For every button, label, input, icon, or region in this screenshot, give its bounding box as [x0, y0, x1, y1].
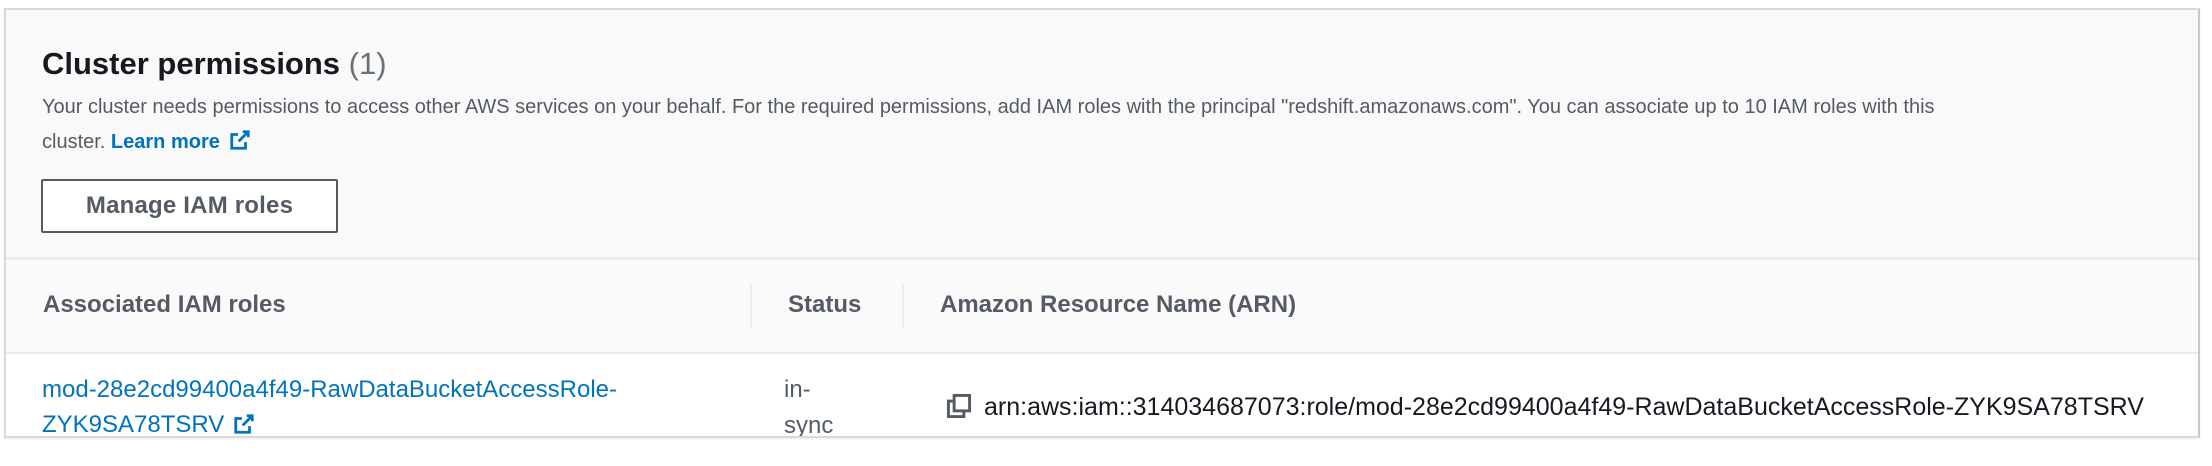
- table-header-row: Associated IAM roles Status Amazon Resou…: [6, 260, 2198, 354]
- panel-header: Cluster permissions (1) Your cluster nee…: [6, 10, 2198, 260]
- panel-title-count: (1): [348, 46, 387, 81]
- iam-roles-table: Associated IAM roles Status Amazon Resou…: [6, 260, 2198, 438]
- arn-value: arn:aws:iam::314034687073:role/mod-28e2c…: [984, 393, 2144, 421]
- status-line-2: sync: [784, 412, 834, 438]
- panel-description: Your cluster needs permissions to access…: [42, 90, 2142, 160]
- external-link-icon: [233, 410, 255, 434]
- copy-icon: [946, 393, 972, 422]
- iam-role-name-line-2-text: ZYK9SA78TSRV: [42, 411, 225, 438]
- external-link-icon: [229, 128, 251, 150]
- cluster-permissions-panel: Cluster permissions (1) Your cluster nee…: [4, 8, 2200, 438]
- description-line-2-prefix: cluster.: [42, 131, 106, 153]
- status-line-1: in-: [784, 376, 811, 403]
- iam-role-link[interactable]: mod-28e2cd99400a4f49-RawDataBucketAccess…: [42, 372, 617, 438]
- table-row: mod-28e2cd99400a4f49-RawDataBucketAccess…: [6, 354, 2198, 438]
- iam-role-name-line-2: ZYK9SA78TSRV: [42, 407, 617, 438]
- panel-title: Cluster permissions (1): [42, 44, 387, 84]
- panel-title-text: Cluster permissions: [42, 46, 341, 81]
- status-cell: in- sync: [784, 372, 834, 438]
- learn-more-link[interactable]: Learn more: [110, 128, 251, 153]
- description-line-2: cluster. Learn more: [42, 125, 2142, 160]
- manage-iam-roles-button[interactable]: Manage IAM roles: [41, 179, 338, 233]
- arn-cell: arn:aws:iam::314034687073:role/mod-28e2c…: [940, 389, 2144, 425]
- learn-more-label: Learn more: [110, 131, 220, 153]
- column-header-associated-iam-roles[interactable]: Associated IAM roles: [43, 291, 286, 318]
- copy-arn-button[interactable]: [944, 392, 974, 422]
- column-divider[interactable]: [750, 284, 752, 328]
- description-line-1: Your cluster needs permissions to access…: [42, 96, 1935, 118]
- column-header-status[interactable]: Status: [788, 291, 862, 318]
- column-divider[interactable]: [902, 284, 904, 328]
- iam-role-name-line-1: mod-28e2cd99400a4f49-RawDataBucketAccess…: [42, 376, 617, 403]
- column-header-arn[interactable]: Amazon Resource Name (ARN): [940, 291, 1297, 318]
